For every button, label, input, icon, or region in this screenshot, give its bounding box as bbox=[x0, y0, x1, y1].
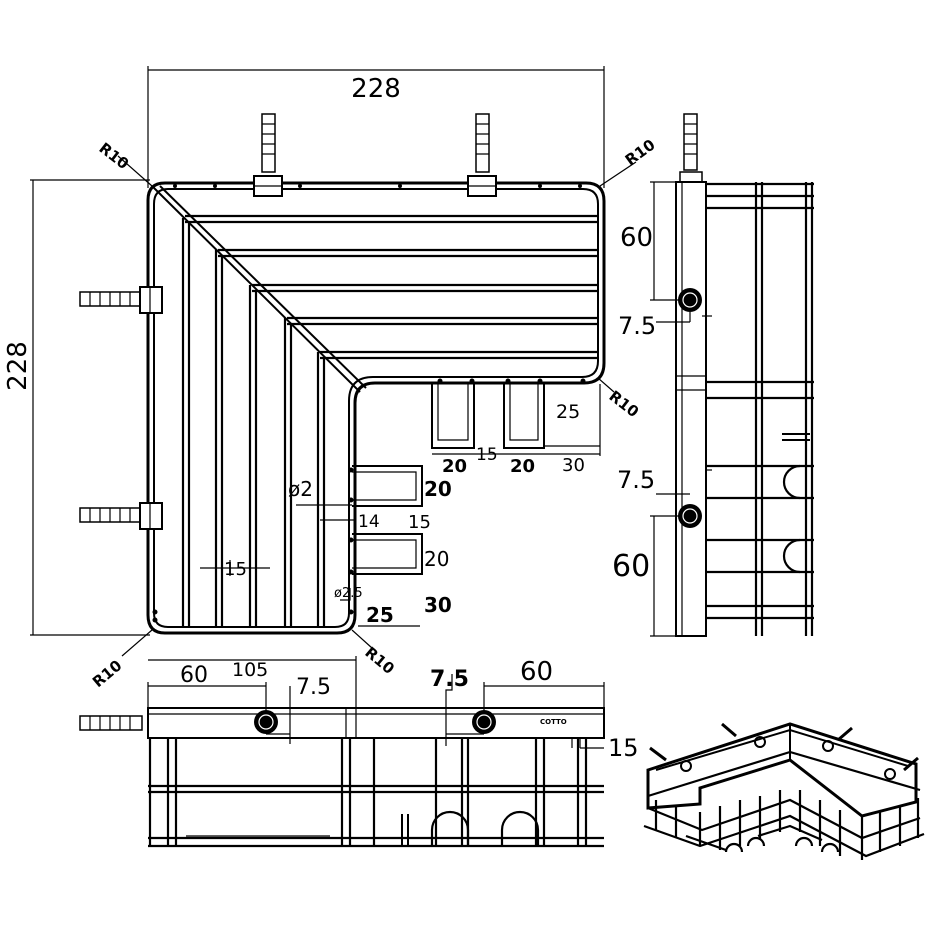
height-dimension: 228 bbox=[3, 179, 150, 636]
spacing-15-label: 15 bbox=[224, 559, 247, 580]
side-dim-60-bottom-label: 60 bbox=[612, 549, 650, 584]
brand-mark: COTTO bbox=[540, 718, 567, 726]
radius-bottom-left-label: R10 bbox=[89, 656, 125, 691]
side-dim-75-top-label: 7.5 bbox=[618, 312, 656, 340]
side-dim-75-bottom-label: 7.5 bbox=[617, 466, 655, 494]
hook-top-1 bbox=[431, 384, 475, 449]
side-dim-60-top-label: 60 bbox=[620, 223, 653, 253]
front-dim-75-left-label: 7.5 bbox=[296, 675, 331, 700]
dim-15-c-label: 15 bbox=[476, 445, 498, 465]
width-dimension: 228 bbox=[147, 66, 605, 188]
dim-25-a-label: 25 bbox=[366, 603, 394, 627]
hook-side-2 bbox=[352, 533, 423, 575]
hole-diameter-label: ø2.5 bbox=[334, 586, 363, 601]
radius-top-left-label: R10 bbox=[96, 139, 133, 173]
dim-15-b-label: 15 bbox=[408, 512, 431, 533]
left-anchor-bottom bbox=[79, 502, 163, 530]
left-arm-wires bbox=[181, 218, 326, 627]
front-dim-60-left-label: 60 bbox=[180, 663, 208, 688]
side-view: 60 7.5 7.5 60 bbox=[612, 113, 814, 637]
dim-30-a-label: 30 bbox=[424, 593, 452, 617]
front-wires bbox=[148, 738, 604, 848]
radius-inner-label: R10 bbox=[606, 387, 643, 421]
outer-frame bbox=[146, 181, 606, 635]
side-screw-bottom bbox=[678, 504, 702, 528]
frame-dots bbox=[152, 184, 586, 623]
front-view: COTTO 60 1 bbox=[79, 656, 639, 848]
isometric-view bbox=[643, 722, 925, 860]
dim-14-label: 14 bbox=[358, 512, 380, 532]
height-label: 228 bbox=[3, 341, 33, 391]
radius-top-right-label: R10 bbox=[622, 136, 659, 170]
front-dim-15-right-label: 15 bbox=[608, 734, 639, 762]
top-anchor-right bbox=[467, 113, 497, 197]
dim-30-b-label: 30 bbox=[562, 455, 585, 476]
side-screw-top bbox=[678, 288, 702, 312]
side-anchor bbox=[679, 113, 703, 183]
front-screw-left bbox=[254, 710, 278, 734]
front-dim-105-label: 105 bbox=[232, 659, 268, 681]
dim-25-b-label: 25 bbox=[556, 401, 580, 423]
dim-20-b-label: 20 bbox=[424, 547, 449, 571]
dim-20-a-label: 20 bbox=[424, 477, 452, 501]
top-arm-wires bbox=[185, 214, 598, 360]
left-anchor-top bbox=[79, 286, 163, 314]
top-anchor-left bbox=[253, 113, 283, 197]
dim-20-c-label: 20 bbox=[442, 456, 467, 477]
front-dim-75-center-label: 7.5 bbox=[430, 667, 469, 692]
width-label: 228 bbox=[351, 74, 401, 104]
front-screw-right bbox=[472, 710, 496, 734]
radius-bottom-right-label: R10 bbox=[361, 643, 397, 678]
hook-top-2 bbox=[503, 384, 545, 449]
top-view: 228 228 bbox=[3, 66, 659, 691]
front-dim-60-right-label: 60 bbox=[520, 657, 553, 687]
hook-side-1 bbox=[352, 465, 423, 507]
dim-20-d-label: 20 bbox=[510, 456, 535, 477]
side-wires bbox=[706, 182, 814, 636]
front-anchor bbox=[79, 715, 143, 731]
wire-diameter-label: ø2 bbox=[288, 477, 313, 501]
